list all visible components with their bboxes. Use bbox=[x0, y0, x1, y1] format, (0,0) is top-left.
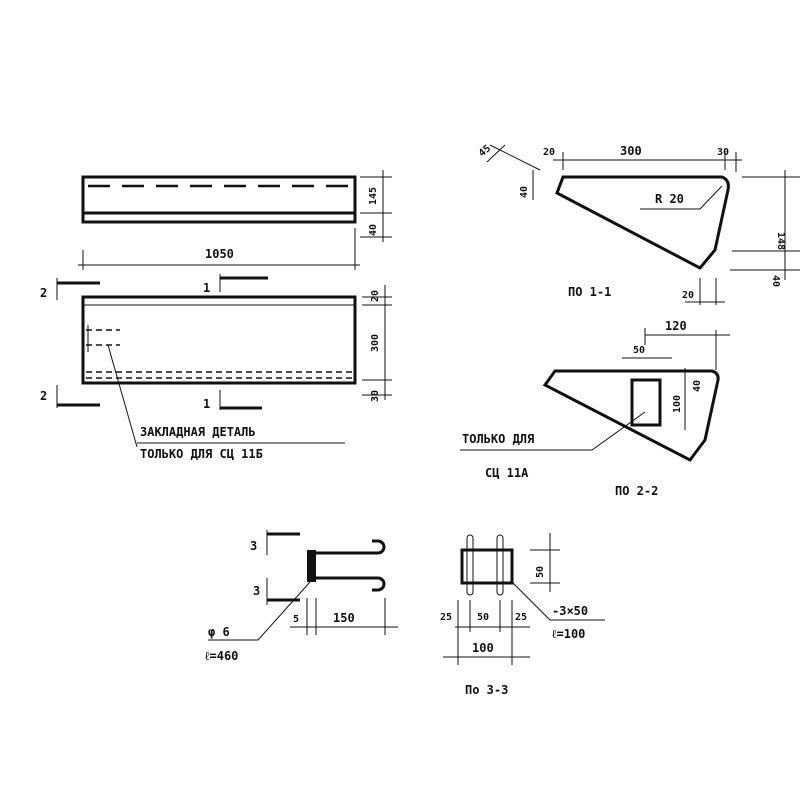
section-mark-3: 3 bbox=[253, 584, 260, 598]
dim-100: 100 bbox=[672, 395, 683, 413]
only-for-note: ТОЛЬКО ДЛЯ bbox=[462, 432, 534, 446]
dim-50: 50 bbox=[633, 345, 645, 356]
dim-20: 20 bbox=[682, 290, 694, 301]
radius-label: R 20 bbox=[655, 192, 684, 206]
section-mark-3: 3 bbox=[250, 539, 257, 553]
embedded-part-note: ЗАКЛАДНАЯ ДЕТАЛЬ bbox=[140, 425, 256, 439]
dim-20: 20 bbox=[543, 147, 555, 158]
dim-150: 150 bbox=[333, 611, 355, 625]
dim-20: 20 bbox=[370, 290, 381, 302]
plate-length: ℓ=100 bbox=[551, 627, 585, 641]
bar-length: ℓ=460 bbox=[204, 649, 238, 663]
dim-length: 1050 bbox=[205, 247, 234, 261]
elevation-view: 1050 145 40 bbox=[78, 170, 392, 270]
dim-40: 40 bbox=[692, 380, 703, 392]
section-mark-2: 2 bbox=[40, 286, 47, 300]
dim-40: 40 bbox=[519, 186, 530, 198]
section-1-1-title: ПО 1-1 bbox=[568, 285, 611, 299]
dim-300: 300 bbox=[620, 144, 642, 158]
section-mark-1: 1 bbox=[203, 397, 210, 411]
plate-size: -3×50 bbox=[552, 604, 588, 618]
only-for-note: ТОЛЬКО ДЛЯ СЦ 11Б bbox=[140, 447, 263, 461]
dim-5: 5 bbox=[293, 614, 299, 625]
only-for-note: СЦ 11А bbox=[485, 466, 529, 480]
dim-40: 40 bbox=[770, 275, 781, 287]
section-3-3-title: По 3-3 bbox=[465, 683, 508, 697]
dim-148: 148 bbox=[775, 232, 786, 250]
plan-view: ЗАКЛАДНАЯ ДЕТАЛЬ ТОЛЬКО ДЛЯ СЦ 11Б 20 30… bbox=[40, 274, 392, 461]
bar-diameter: φ 6 bbox=[208, 625, 230, 639]
section-2-2-title: ПО 2-2 bbox=[615, 484, 658, 498]
dim-30: 30 bbox=[370, 390, 381, 402]
dim-100: 100 bbox=[472, 641, 494, 655]
section-1-1: 20 300 30 45 40 R 20 148 40 20 ПО 1-1 bbox=[477, 143, 800, 305]
dim-50: 50 bbox=[535, 566, 546, 578]
dim-40: 40 bbox=[368, 224, 379, 236]
section-mark-1: 1 bbox=[203, 281, 210, 295]
section-mark-2: 2 bbox=[40, 389, 47, 403]
dim-50: 50 bbox=[477, 612, 489, 623]
anchor-detail: 3 3 φ 6 ℓ=460 5 150 bbox=[204, 530, 398, 663]
dim-25: 25 bbox=[440, 612, 452, 623]
section-3-3: 50 25 50 25 100 -3×50 ℓ=100 По 3-3 bbox=[440, 533, 605, 697]
dim-120: 120 bbox=[665, 319, 687, 333]
section-2-2: 120 50 100 40 ТОЛЬКО ДЛЯ СЦ 11А ПО 2-2 bbox=[460, 319, 730, 498]
dim-145: 145 bbox=[368, 187, 379, 205]
dim-300: 300 bbox=[370, 334, 381, 352]
dim-25: 25 bbox=[515, 612, 527, 623]
dim-30: 30 bbox=[717, 147, 729, 158]
